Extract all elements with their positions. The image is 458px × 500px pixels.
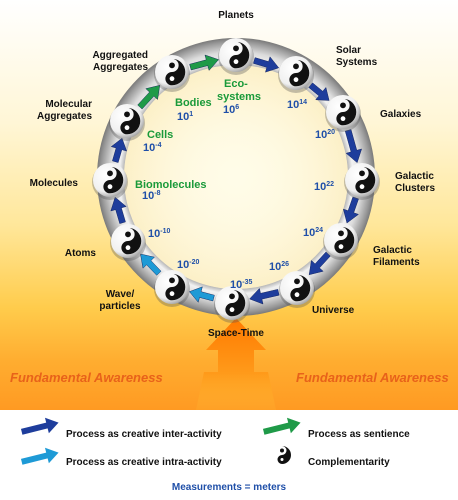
yin-yang-icon <box>325 95 361 132</box>
scale-label-s7: 10-20 <box>177 259 199 271</box>
process-arrows <box>110 54 362 305</box>
scale-labels: 1014 1020 1022 1024 1026 10-35 10-20 10-… <box>142 99 335 291</box>
node-label-planets: Planets <box>218 10 254 21</box>
yin-yang-icon <box>154 55 190 92</box>
process-arrow <box>343 196 359 224</box>
yin-yang-icon <box>278 56 314 93</box>
legend-inter-arrow <box>20 417 59 435</box>
ring-hole-tint <box>124 65 348 289</box>
measurements-note: Measurements = meters <box>172 482 287 493</box>
label-ecosystems-2: systems <box>217 91 261 103</box>
process-arrow <box>249 288 280 305</box>
process-arrow <box>253 56 280 73</box>
scale-label-s4: 1024 <box>303 227 323 239</box>
yin-yang-icon <box>110 224 146 261</box>
node-label-spacetime: Space-Time <box>208 328 264 339</box>
scale-label-s6: 10-35 <box>230 279 252 291</box>
process-arrow <box>344 129 362 164</box>
process-arrow <box>308 82 330 101</box>
label-ecosystems-1: Eco- <box>224 78 248 90</box>
process-arrow <box>137 84 161 110</box>
legend-intra-label: Process as creative intra-activity <box>66 457 222 468</box>
scale-label-s10: 10-4 <box>143 142 162 154</box>
process-arrow <box>189 286 215 303</box>
scale-label-s9: 10-8 <box>142 190 161 202</box>
node-label-galaxies: Galaxies <box>380 109 422 120</box>
scale-label-s11: 101 <box>177 111 193 123</box>
legend-complementarity-label: Complementarity <box>308 457 390 468</box>
yin-yang-icon <box>218 38 254 75</box>
yin-yang-icon <box>323 223 359 260</box>
yin-yang-nodes <box>92 38 380 323</box>
label-cells: Cells <box>147 129 173 141</box>
fundamental-awareness-arrow <box>196 318 276 410</box>
process-arrow <box>110 137 127 163</box>
process-arrow <box>189 54 219 71</box>
yin-yang-icon <box>92 163 128 200</box>
legend-intra-arrow <box>20 447 59 465</box>
sentience-labels: Biomolecules Cells Bodies Eco- systems <box>135 78 261 191</box>
label-biomolecules: Biomolecules <box>135 179 207 191</box>
yin-yang-icon <box>109 104 145 141</box>
legend: Process as creative inter-activity Proce… <box>20 417 410 493</box>
fundamental-awareness-left: Fundamental Awareness <box>10 370 163 385</box>
scale-label-s12: 106 <box>223 104 239 116</box>
node-label-wave: Wave/particles <box>99 289 141 312</box>
legend-background <box>0 410 458 500</box>
process-arrow <box>140 253 162 276</box>
yin-yang-icon <box>154 270 190 307</box>
yin-yang-icon <box>344 163 380 200</box>
scale-label-s8: 10-10 <box>148 228 170 240</box>
scale-label-s2: 1020 <box>315 129 335 141</box>
node-label-atoms: Atoms <box>65 248 97 259</box>
legend-complementarity-icon <box>277 446 291 464</box>
node-label-molecules: Molecules <box>30 178 79 189</box>
node-label-universe: Universe <box>312 305 355 316</box>
legend-inter-label: Process as creative inter-activity <box>66 429 222 440</box>
label-bodies: Bodies <box>175 97 212 109</box>
scale-label-s1: 1014 <box>287 99 307 111</box>
legend-sentience-label: Process as sentience <box>308 429 410 440</box>
process-arrow <box>308 251 331 275</box>
yin-yang-icon <box>279 271 315 308</box>
legend-sentience-arrow <box>262 417 301 435</box>
process-arrow <box>110 196 127 224</box>
scale-label-s5: 1026 <box>269 261 289 273</box>
yin-yang-icon <box>214 286 250 323</box>
fundamental-awareness-right: Fundamental Awareness <box>296 370 449 385</box>
scale-label-s3: 1022 <box>314 181 334 193</box>
